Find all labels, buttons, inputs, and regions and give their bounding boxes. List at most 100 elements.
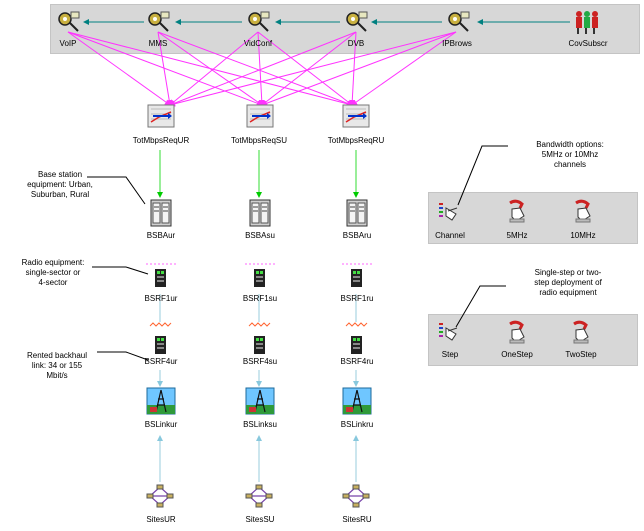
radio-icon	[254, 336, 265, 354]
bsrf4-ru-label: BSRF4ru	[340, 357, 374, 366]
annotation-line: Rented backhaul	[26, 351, 88, 360]
bsba-ur-node[interactable]	[150, 199, 172, 227]
annotation-line: Base station	[37, 170, 83, 179]
sites-ur-node[interactable]	[146, 484, 174, 508]
zigzags	[149, 322, 368, 327]
cabinet-icon	[346, 199, 368, 227]
bsba-su-label: BSBAsu	[245, 231, 275, 240]
step-decision-node[interactable]	[438, 320, 462, 344]
covsubscr-node[interactable]	[572, 8, 602, 36]
annotation-line: 4-sector	[38, 278, 68, 287]
bsrf1-ur-node[interactable]	[154, 268, 167, 288]
cabinet-icon	[249, 199, 271, 227]
bsrf4-su-node[interactable]	[253, 335, 266, 355]
bslink-su-node[interactable]	[245, 387, 275, 415]
channel-opt1-label: 5MHz	[506, 231, 528, 240]
bsrf4-su-label: BSRF4su	[242, 357, 278, 366]
bsrf1-ru-node[interactable]	[350, 268, 363, 288]
sites-ru-node[interactable]	[342, 484, 370, 508]
step-opt2-node[interactable]	[570, 320, 592, 344]
req-ur-node[interactable]	[147, 104, 175, 128]
step-decision-label: Step	[441, 350, 459, 359]
channel-panel	[428, 192, 638, 244]
service-icon	[448, 11, 470, 32]
channel-decision-label: Channel	[435, 231, 465, 240]
bsrf1-su-node[interactable]	[253, 268, 266, 288]
vidconf-service-node[interactable]	[246, 9, 272, 35]
chart-icon	[147, 104, 175, 128]
channel-opt1-node[interactable]	[506, 199, 528, 223]
bsba-ru-node[interactable]	[346, 199, 368, 227]
req-ru-label: TotMbpsReqRU	[327, 136, 385, 145]
bsrf1-ru-label: BSRF1ru	[340, 294, 374, 303]
sites-ur-label: SitesUR	[146, 515, 176, 524]
annotation-line: Mbit/s	[46, 371, 68, 380]
tower-icon	[146, 387, 176, 415]
chart-icon	[246, 104, 274, 128]
decision-hand-icon	[439, 203, 458, 221]
bsrf1-ur-label: BSRF1ur	[144, 294, 178, 303]
req-ru-node[interactable]	[342, 104, 370, 128]
vidconf-label: VidConf	[243, 39, 273, 48]
mms-label: MMS	[148, 39, 168, 48]
tower-icon	[342, 387, 372, 415]
sites-ru-label: SitesRU	[342, 515, 372, 524]
chart-icon	[342, 104, 370, 128]
bslink-ru-label: BSLinkru	[340, 420, 374, 429]
dvb-service-node[interactable]	[344, 9, 370, 35]
radio-icon	[351, 269, 362, 287]
requirement-arrows	[157, 150, 359, 198]
mms-service-node[interactable]	[146, 9, 172, 35]
annotation-line: channels	[553, 160, 587, 169]
voip-label: VoIP	[59, 39, 77, 48]
step-opt1-node[interactable]	[506, 320, 528, 344]
ipbrows-service-node[interactable]	[446, 9, 472, 35]
bslink-ur-label: BSLinkur	[144, 420, 178, 429]
sites-su-label: SitesSU	[245, 515, 275, 524]
annotation-line: step deployment of	[534, 278, 602, 287]
pointing-hand-icon	[575, 199, 591, 223]
bslink-ur-node[interactable]	[146, 387, 176, 415]
pointing-hand-icon	[573, 320, 589, 344]
dvb-label: DVB	[347, 39, 365, 48]
people-icon	[576, 11, 598, 34]
radio-icon	[155, 269, 166, 287]
pointing-hand-icon	[509, 199, 525, 223]
annotation-backhaul: Rented backhaul link: 34 or 155 Mbit/s	[18, 351, 96, 381]
annotation-radio: Radio equipment: single-sector or 4-sect…	[14, 258, 92, 288]
annotation-leaders	[87, 145, 508, 361]
radio-icon	[254, 269, 265, 287]
annotation-line: link: 34 or 155	[31, 361, 83, 370]
pointing-hand-icon	[509, 320, 525, 344]
network-icon	[146, 484, 174, 508]
channel-opt2-node[interactable]	[572, 199, 594, 223]
decision-hand-icon	[439, 323, 458, 341]
service-icon	[148, 11, 170, 32]
fanout-arrows	[67, 31, 457, 107]
annotation-line: Radio equipment:	[21, 258, 85, 267]
sites-su-node[interactable]	[245, 484, 273, 508]
covsubscr-label: CovSubscr	[568, 39, 608, 48]
service-icon	[58, 11, 80, 32]
service-icon	[248, 11, 270, 32]
annotation-line: equipment: Urban,	[27, 180, 93, 189]
annotation-line: Single-step or two-	[534, 268, 602, 277]
bsrf4-ur-node[interactable]	[154, 335, 167, 355]
voip-service-node[interactable]	[56, 9, 82, 35]
network-icon	[342, 484, 370, 508]
ipbrows-label: IPBrows	[442, 39, 472, 48]
req-su-label: TotMbpsReqSU	[230, 136, 288, 145]
bsba-su-node[interactable]	[249, 199, 271, 227]
bsba-ru-label: BSBAru	[342, 231, 372, 240]
cabinet-icon	[150, 199, 172, 227]
req-su-node[interactable]	[246, 104, 274, 128]
annotation-step: Single-step or two- step deployment of r…	[514, 268, 622, 298]
annotation-line: single-sector or	[25, 268, 81, 277]
step-opt1-label: OneStep	[501, 350, 533, 359]
bsrf4-ru-node[interactable]	[350, 335, 363, 355]
radio-icon	[351, 336, 362, 354]
bsrf4-ur-label: BSRF4ur	[144, 357, 178, 366]
bslink-ru-node[interactable]	[342, 387, 372, 415]
channel-decision-node[interactable]	[438, 200, 462, 224]
